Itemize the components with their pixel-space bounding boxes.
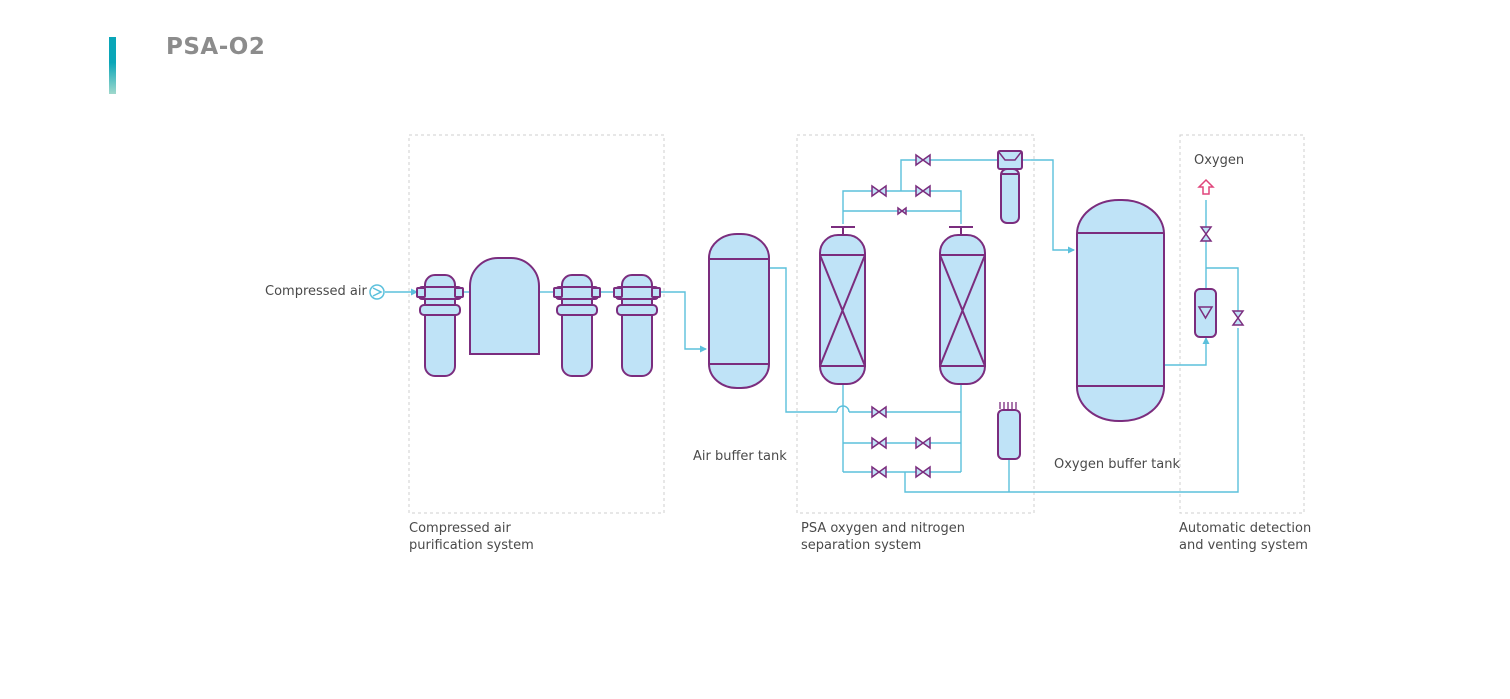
purification-system-box [408,134,665,514]
compressed-air-label: Compressed air [265,284,367,299]
valve-oxygen-outlet [1199,226,1213,242]
valve-inlet [871,405,887,419]
silencer [997,402,1021,460]
valves [871,153,1245,479]
caption-line-2: purification system [409,538,534,553]
title-accent-bar [109,37,116,94]
detection-system-caption: Automatic detection and venting system [1179,520,1311,554]
caption-line-1: PSA oxygen and nitrogen [801,521,965,536]
caption-line-1: Compressed air [409,521,511,536]
valve-mid-b [915,436,931,450]
caption-line-2: separation system [801,538,922,553]
filter-3 [613,274,661,377]
dust-filter [997,150,1023,224]
valve-top-a [871,184,887,198]
filter-1 [416,274,464,377]
caption-line-2: and venting system [1179,538,1308,553]
valve-exhaust-a [871,465,887,479]
valve-exhaust-b [915,465,931,479]
oxygen-buffer-tank [1076,199,1165,422]
vessels [416,150,1217,460]
caption-line-1: Automatic detection [1179,521,1312,536]
page-title: PSA-O2 [166,34,266,60]
valve-top-b [915,184,931,198]
separation-system-box [796,134,1035,514]
adsorption-column-a [819,226,866,385]
valve-mid-a [871,436,887,450]
flowmeter [1194,288,1217,338]
valve-vent [1231,310,1245,326]
oxygen-outlet-arrow-icon [1197,178,1215,195]
separation-system-caption: PSA oxygen and nitrogen separation syste… [801,520,965,554]
filter-2 [553,274,601,377]
oxygen-label: Oxygen [1194,153,1245,168]
oxygen-buffer-tank-label: Oxygen buffer tank [1054,457,1180,472]
compressed-air-inlet-icon [369,284,385,300]
detection-system-box [1179,134,1305,514]
valve-top-outlet [915,153,931,167]
air-buffer-tank [708,233,770,389]
purification-system-caption: Compressed air purification system [409,520,534,554]
adsorption-column-b [939,226,986,385]
valve-equalizing [897,206,907,216]
air-buffer-tank-label: Air buffer tank [693,449,787,464]
